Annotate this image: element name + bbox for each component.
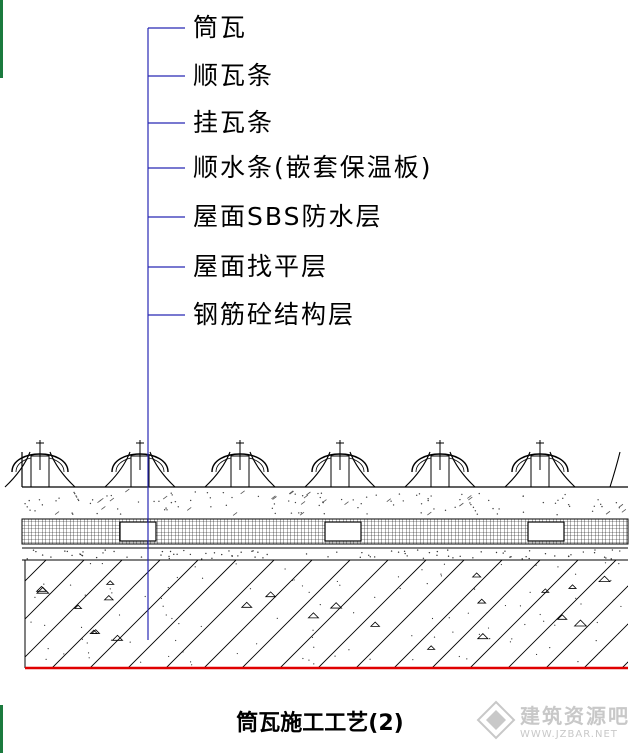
barrel-tile — [204, 440, 276, 488]
left-edge-mark-top — [0, 0, 3, 78]
left-edge-mark-bottom — [0, 705, 3, 753]
layer-label: 顺水条(嵌套保温板) — [193, 153, 433, 182]
diagram-caption: 筒瓦施工工艺(2) — [236, 711, 404, 736]
counter-batten — [324, 521, 362, 542]
mortar-band — [24, 488, 627, 516]
barrel-tile — [4, 440, 76, 488]
layer-label: 顺瓦条 — [193, 61, 275, 90]
counter-batten — [119, 521, 157, 542]
concrete-slab — [25, 560, 628, 668]
layer-label: 钢筋砼结构层 — [193, 300, 356, 329]
counter-batten-holes — [119, 521, 565, 542]
barrel-tile — [304, 440, 376, 488]
barrel-tile — [504, 440, 576, 488]
tile-end-curve — [609, 451, 621, 488]
layer-label: 屋面SBS防水层 — [193, 202, 383, 231]
leader-lines — [147, 27, 185, 640]
layer-label: 屋面找平层 — [193, 252, 329, 281]
layer-label: 筒瓦 — [193, 13, 248, 42]
barrel-tile — [404, 440, 476, 488]
watermark-name: 建筑资源吧 — [520, 704, 630, 728]
watermark-logo-icon — [476, 700, 516, 740]
watermark-url: WWW.JZBAR.NET — [520, 729, 618, 740]
counter-batten — [527, 521, 565, 542]
tile-layer — [4, 440, 621, 488]
watermark: 建筑资源吧 WWW.JZBAR.NET — [476, 700, 630, 740]
barrel-tile — [104, 440, 176, 488]
layer-label: 挂瓦条 — [193, 108, 275, 137]
levelling-layer-dots — [26, 549, 621, 560]
